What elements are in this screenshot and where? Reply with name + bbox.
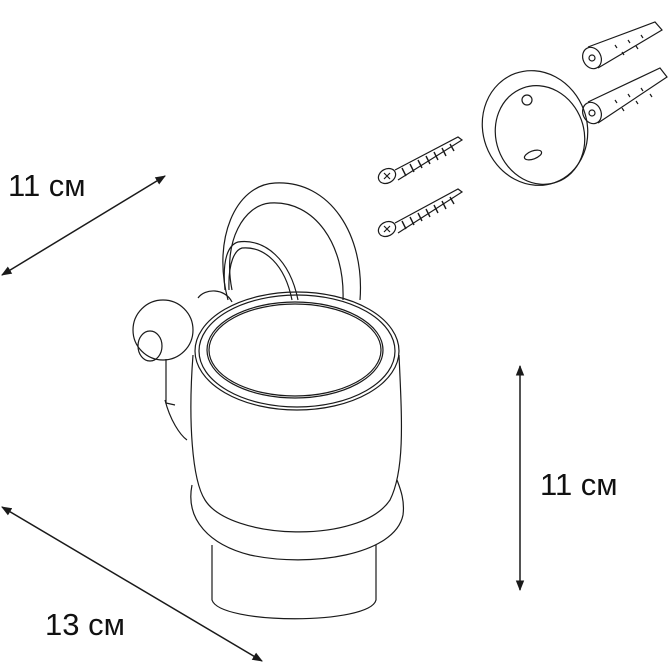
depth-dimension-arrow xyxy=(1,175,166,276)
wall-plate xyxy=(197,182,362,303)
holder-arm xyxy=(132,299,194,441)
depth-dimension-label: 11 см xyxy=(8,168,86,203)
screw-top xyxy=(377,136,464,185)
mounting-plate xyxy=(481,70,589,186)
width-dimension-label: 13 см xyxy=(45,607,125,642)
cup xyxy=(190,291,405,620)
height-dimension-label: 11 см xyxy=(540,467,618,502)
dowel-bottom xyxy=(582,67,668,125)
screw-bottom xyxy=(377,188,464,238)
dowel-top xyxy=(582,21,663,70)
width-dimension-arrow xyxy=(1,506,263,662)
